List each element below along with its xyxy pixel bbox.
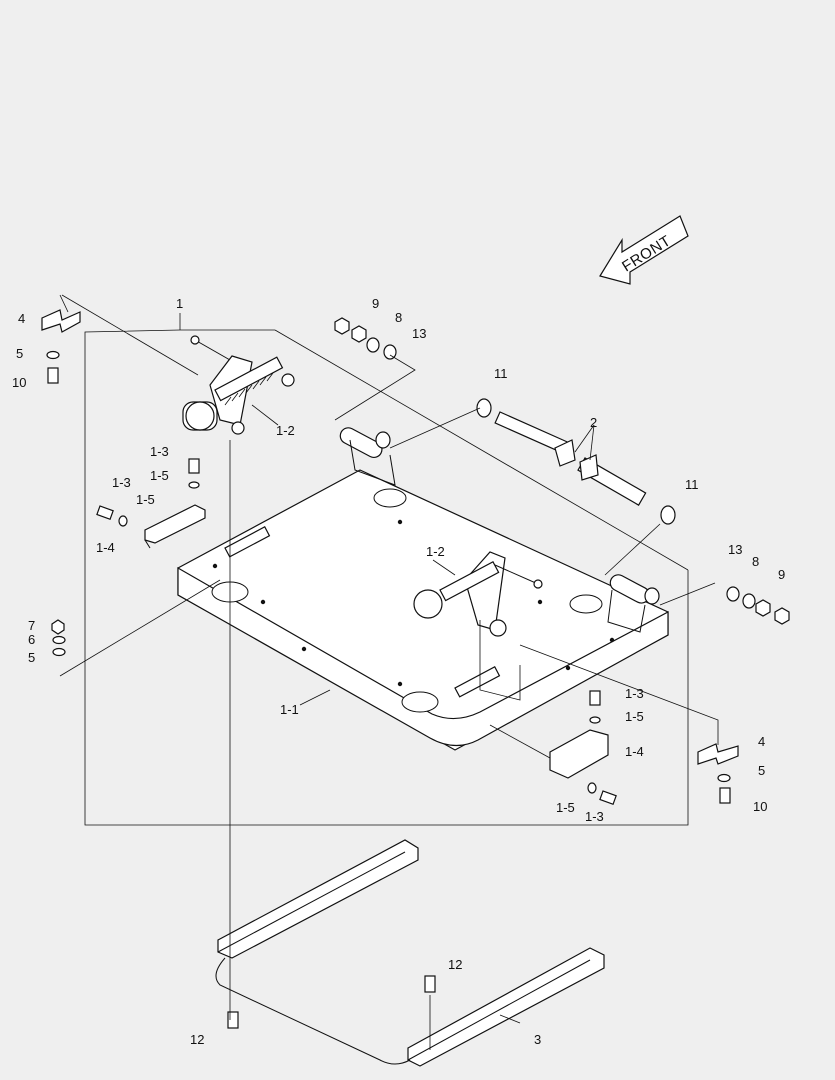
- pin-bracket-bottom: [607, 574, 660, 633]
- callout-1-4-left: 1-4: [96, 540, 115, 555]
- callout-4-right: 4: [758, 734, 765, 749]
- callout-8-right: 8: [752, 554, 759, 569]
- callout-11-right: 11: [685, 477, 699, 492]
- slide-rail-right: [407, 947, 605, 1067]
- callout-1: 1: [176, 296, 183, 311]
- bracket-left: [144, 504, 206, 549]
- callout-1-3-left-a: 1-3: [150, 444, 169, 459]
- callout-1-2-left: 1-2: [276, 423, 295, 438]
- shaft-upper: [494, 411, 576, 467]
- assembly-frame: [84, 313, 689, 826]
- callout-1-5-left-b: 1-5: [136, 492, 155, 507]
- callout-1-5-right-a: 1-5: [625, 709, 644, 724]
- clip-left: [41, 309, 81, 333]
- front-direction-arrow: FRONT: [599, 215, 689, 285]
- callout-10-left: 10: [12, 375, 26, 390]
- slide-rail-left: [217, 839, 419, 959]
- callout-1-1: 1-1: [280, 702, 299, 717]
- callout-1-3-left-b: 1-3: [112, 475, 131, 490]
- hardware-parts: [46, 317, 790, 1029]
- connecting-rod: [215, 957, 411, 1065]
- callout-1-4-right: 1-4: [625, 744, 644, 759]
- callout-1-5-right-b: 1-5: [556, 800, 575, 815]
- shaft-lower: [577, 454, 647, 506]
- callout-1-2-mid: 1-2: [426, 544, 445, 559]
- callout-3: 3: [534, 1032, 541, 1047]
- leader-lines: [59, 294, 719, 1050]
- callout-12-right: 12: [448, 957, 462, 972]
- callout-10-right: 10: [753, 799, 767, 814]
- callout-1-3-right-a: 1-3: [625, 686, 644, 701]
- adjuster-mechanism-left: [182, 335, 295, 435]
- callout-11-top: 11: [494, 366, 508, 381]
- bracket-right: [549, 729, 609, 779]
- callout-9-right: 9: [778, 567, 785, 582]
- callout-13-top: 13: [412, 326, 426, 341]
- pin-bracket-top: [339, 427, 396, 486]
- callout-4-left: 4: [18, 311, 25, 326]
- callout-1-3-right-b: 1-3: [585, 809, 604, 824]
- callout-6: 6: [28, 632, 35, 647]
- callout-5-left-bot: 5: [28, 650, 35, 665]
- callout-2: 2: [590, 415, 597, 430]
- callout-5-right: 5: [758, 763, 765, 778]
- callout-13-right: 13: [728, 542, 742, 557]
- callout-8-top: 8: [395, 310, 402, 325]
- callout-labels: 1 4 5 10 9 8 13 11 2 11 1-2 1-3 1-5 1-3 …: [12, 296, 785, 1047]
- callout-9-top: 9: [372, 296, 379, 311]
- callout-12-left: 12: [190, 1032, 204, 1047]
- callout-5-left-top: 5: [16, 346, 23, 361]
- clip-right: [697, 743, 739, 765]
- callout-1-5-left-a: 1-5: [150, 468, 169, 483]
- callout-7: 7: [28, 618, 35, 633]
- adjuster-mechanism-right: [413, 551, 543, 701]
